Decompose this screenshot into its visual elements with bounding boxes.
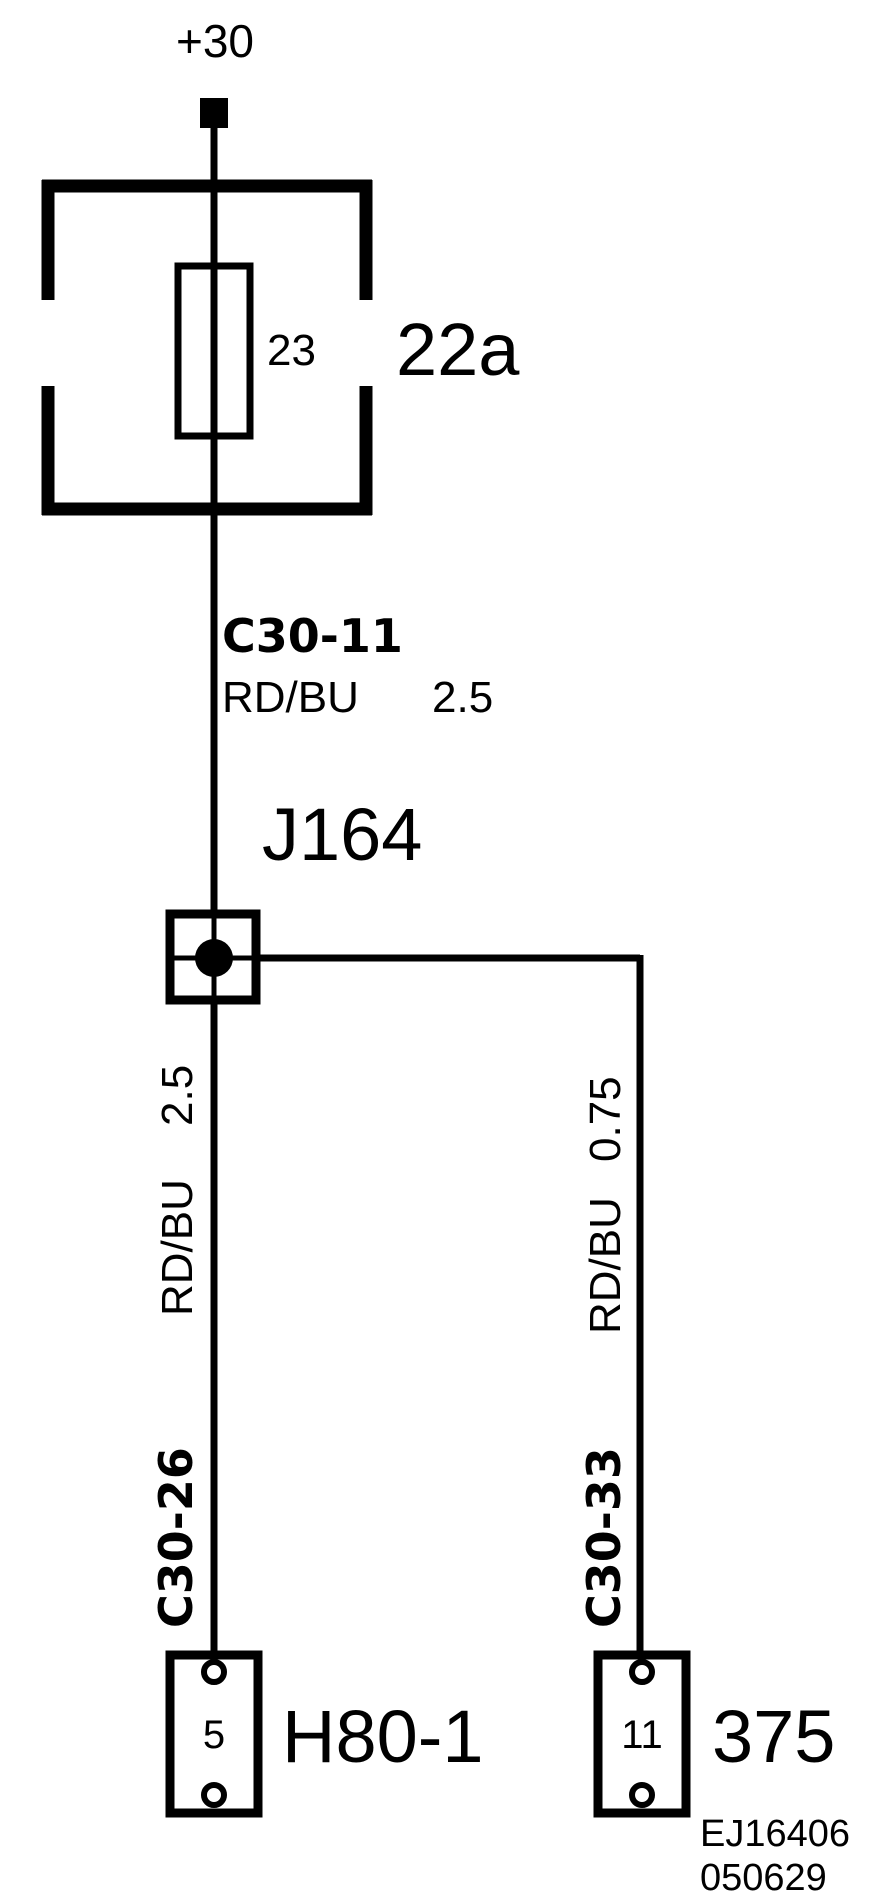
- fuse-box-label: 22a: [396, 308, 520, 391]
- junction-label: J164: [262, 793, 422, 876]
- figure-date: 050629: [700, 1857, 827, 1899]
- upper-wire-color: RD/BU: [222, 673, 359, 722]
- right-connector-bottom-pin: [629, 1782, 655, 1808]
- left-connector-top-pin: [201, 1659, 227, 1685]
- supply-label: +30: [176, 15, 254, 67]
- upper-wire-size: 2.5: [432, 673, 493, 722]
- figure-ref: EJ16406: [700, 1813, 850, 1855]
- upper-wire-code: C30-11: [222, 609, 403, 663]
- junction-dot: [195, 939, 233, 977]
- left-connector-pin: 5: [203, 1713, 225, 1757]
- left-connector-label: H80-1: [282, 1695, 484, 1778]
- fuse-box-outline: [41, 179, 373, 516]
- left-wire-code: C30-26: [149, 1447, 203, 1628]
- right-connector-pin: 11: [621, 1713, 663, 1757]
- right-connector-top-pin: [629, 1659, 655, 1685]
- right-connector-label: 375: [712, 1695, 835, 1778]
- left-wire-size: 2.5: [153, 1065, 202, 1126]
- left-wire-color: RD/BU: [153, 1179, 202, 1316]
- right-wire-code: C30-33: [577, 1447, 631, 1628]
- right-wire-size: 0.75: [581, 1076, 630, 1162]
- left-connector-bottom-pin: [201, 1782, 227, 1808]
- right-wire-color: RD/BU: [581, 1197, 630, 1334]
- fuse-number: 23: [267, 326, 316, 375]
